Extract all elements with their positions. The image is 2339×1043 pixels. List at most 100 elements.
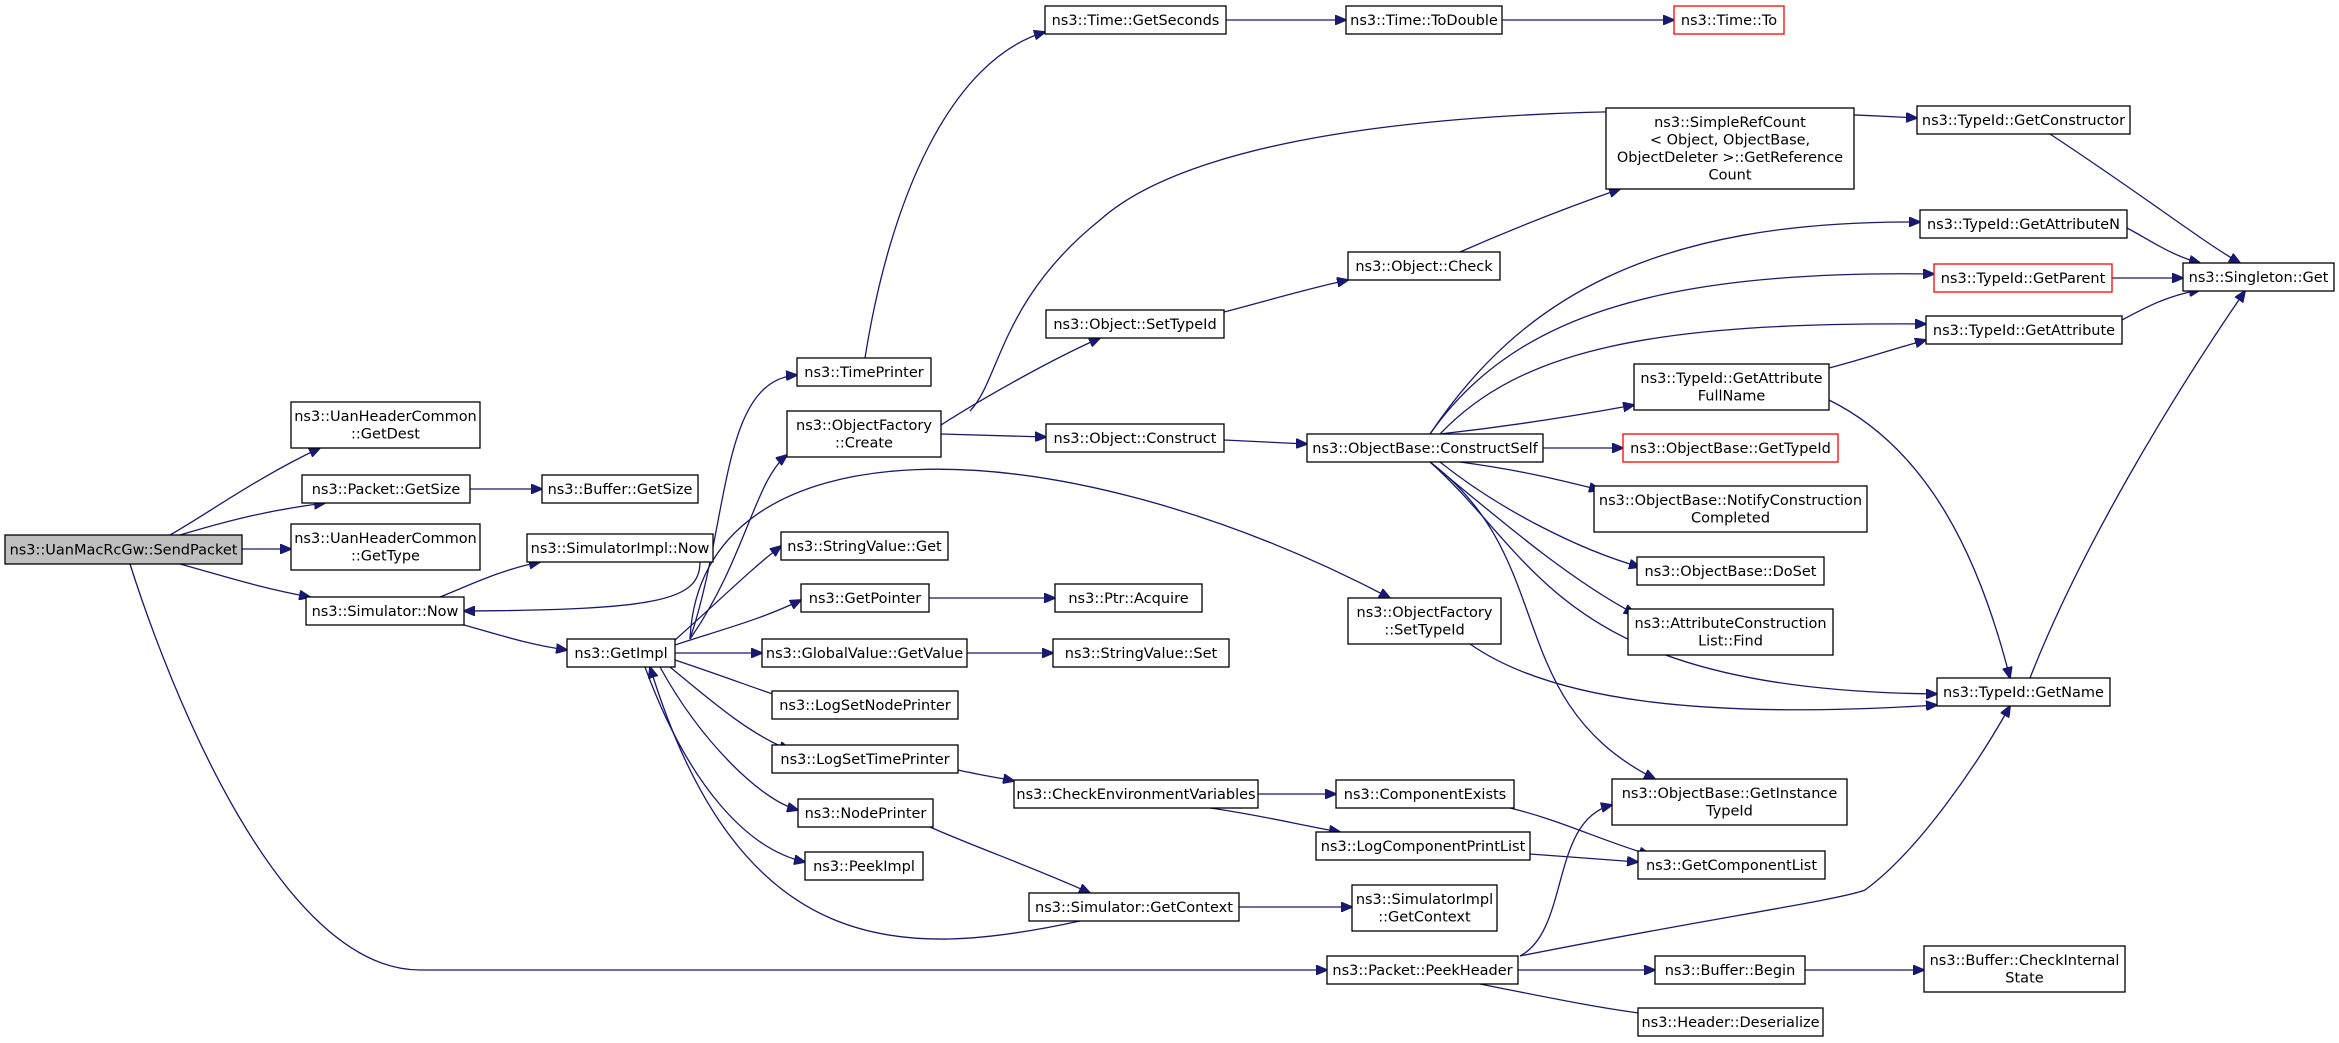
node-typeid_getconstructor[interactable]: ns3::TypeId::GetConstructor — [1916, 105, 2131, 135]
node-box — [1916, 105, 2131, 135]
edge-checkenv-to-logcomponentprintlist — [1209, 807, 1340, 832]
node-label-line: ns3::TypeId::GetAttribute — [1933, 323, 2115, 339]
node-box — [1028, 892, 1240, 922]
node-objbase_notify[interactable]: ns3::ObjectBase::NotifyConstructionCompl… — [1593, 485, 1868, 533]
node-simplerefcount[interactable]: ns3::SimpleRefCount< Object, ObjectBase,… — [1605, 107, 1855, 190]
node-label-line: ns3::StringValue::Set — [1065, 646, 1218, 662]
node-label-line: ns3::Packet::GetSize — [312, 482, 461, 498]
node-box — [526, 533, 714, 563]
node-timeprinter[interactable]: ns3::TimePrinter — [796, 357, 932, 387]
node-componentexists[interactable]: ns3::ComponentExists — [1335, 779, 1515, 809]
node-box — [1045, 423, 1225, 453]
node-stringvalue_set[interactable]: ns3::StringValue::Set — [1052, 638, 1230, 668]
node-box — [1335, 779, 1515, 809]
node-label-line: ns3::SimulatorImpl — [1356, 892, 1493, 908]
node-label-line: ns3::SimulatorImpl::Now — [531, 541, 710, 557]
node-objfactory_create[interactable]: ns3::ObjectFactory::Create — [786, 410, 942, 458]
node-time_todouble[interactable]: ns3::Time::ToDouble — [1345, 5, 1503, 35]
node-label-line: ns3::ObjectBase::NotifyConstruction — [1599, 493, 1862, 509]
node-simimpl_getcontext[interactable]: ns3::SimulatorImpl::GetContext — [1351, 884, 1498, 932]
node-obj_settypeid[interactable]: ns3::Object::SetTypeId — [1045, 309, 1225, 339]
node-objbase_gettypeid[interactable]: ns3::ObjectBase::GetTypeId — [1622, 433, 1839, 463]
node-logcomponentprintlist[interactable]: ns3::LogComponentPrintList — [1315, 831, 1531, 861]
node-typeid_getattributen[interactable]: ns3::TypeId::GetAttributeN — [1919, 209, 2128, 239]
node-buffer_begin[interactable]: ns3::Buffer::Begin — [1654, 955, 1806, 985]
edge-constructself-to-objbase_doset — [1439, 461, 1640, 567]
node-nodeprinter[interactable]: ns3::NodePrinter — [797, 798, 934, 828]
node-getimpl[interactable]: ns3::GetImpl — [566, 638, 676, 668]
node-label-line: ns3::TypeId::GetAttributeN — [1927, 217, 2120, 233]
node-box — [1673, 5, 1785, 35]
edge-typeid_getattributefullname-to-typeid_getname — [1828, 399, 2010, 678]
node-singleton_get[interactable]: ns3::Singleton::Get — [2182, 262, 2335, 292]
node-typeid_getattribute[interactable]: ns3::TypeId::GetAttribute — [1925, 315, 2123, 345]
node-box — [2182, 262, 2335, 292]
edge-nodeprinter-to-sim_getcontext — [929, 826, 1090, 893]
node-box — [1347, 251, 1501, 281]
node-label-line: ns3::GetPointer — [809, 591, 922, 607]
node-box — [1936, 677, 2111, 707]
node-box — [1326, 955, 1519, 985]
node-label-line: Count — [1708, 168, 1751, 184]
node-label-line: ns3::Object::Construct — [1054, 431, 1217, 447]
node-box — [1345, 5, 1503, 35]
node-buf_getsize[interactable]: ns3::Buffer::GetSize — [541, 474, 699, 504]
node-box — [1636, 556, 1825, 586]
node-getcomponentlist[interactable]: ns3::GetComponentList — [1637, 850, 1826, 880]
edge-typeid_getattribute-to-singleton_get — [2121, 290, 2200, 321]
edge-constructself-to-typeid_getparent — [1429, 274, 1934, 435]
node-box — [1315, 831, 1531, 861]
node-obj_check[interactable]: ns3::Object::Check — [1347, 251, 1501, 281]
node-constructself[interactable]: ns3::ObjectBase::ConstructSelf — [1306, 433, 1544, 463]
node-time_to[interactable]: ns3::Time::To — [1673, 5, 1785, 35]
node-gettype[interactable]: ns3::UanHeaderCommon::GetType — [290, 523, 481, 571]
node-label-line: ns3::Simulator::GetContext — [1035, 900, 1233, 916]
node-box — [1593, 485, 1868, 533]
edge-constructself-to-typeid_getattributefullname — [1439, 405, 1634, 435]
node-label-line: ns3::Header::Deserialize — [1641, 1015, 1819, 1031]
node-getdest[interactable]: ns3::UanHeaderCommon::GetDest — [290, 401, 481, 449]
node-box — [301, 474, 471, 504]
node-obj_construct[interactable]: ns3::Object::Construct — [1045, 423, 1225, 453]
node-label-line: ::GetContext — [1378, 910, 1471, 926]
edge-sim_now-to-getimpl — [463, 624, 567, 650]
node-box — [1351, 884, 1498, 932]
edge-constructself-to-typeid_getattribute — [1439, 324, 1926, 435]
node-stringvalue_get[interactable]: ns3::StringValue::Get — [780, 531, 949, 561]
node-box — [1052, 638, 1230, 668]
edge-getimpl-to-sim_now — [464, 561, 701, 611]
node-getpointer[interactable]: ns3::GetPointer — [800, 583, 930, 613]
node-getsize[interactable]: ns3::Packet::GetSize — [301, 474, 471, 504]
node-time_getseconds[interactable]: ns3::Time::GetSeconds — [1044, 5, 1227, 35]
node-simimpl_now[interactable]: ns3::SimulatorImpl::Now — [526, 533, 714, 563]
node-label-line: List::Find — [1698, 634, 1763, 650]
node-checkenv[interactable]: ns3::CheckEnvironmentVariables — [1013, 779, 1259, 809]
node-box — [1923, 945, 2126, 993]
node-header_deserialize[interactable]: ns3::Header::Deserialize — [1637, 1007, 1824, 1037]
node-sim_now[interactable]: ns3::Simulator::Now — [305, 596, 465, 626]
node-label-line: ::Create — [835, 436, 893, 452]
node-label-line: ns3::ObjectBase::GetInstance — [1622, 786, 1838, 802]
node-logsetnodeprinter[interactable]: ns3::LogSetNodePrinter — [771, 690, 959, 720]
node-logsettimeprinter[interactable]: ns3::LogSetTimePrinter — [771, 744, 959, 774]
node-ptr_acquire[interactable]: ns3::Ptr::Acquire — [1054, 583, 1203, 613]
edge-getimpl-to-objfactory_settypeid — [689, 468, 1390, 640]
node-label-line: ns3::AttributeConstruction — [1634, 616, 1826, 632]
node-peekimpl[interactable]: ns3::PeekImpl — [804, 851, 924, 881]
node-objbase_doset[interactable]: ns3::ObjectBase::DoSet — [1636, 556, 1825, 586]
edge-objfactory_create-to-obj_settypeid — [940, 338, 1100, 426]
node-typeid_getparent[interactable]: ns3::TypeId::GetParent — [1933, 263, 2113, 293]
node-typeid_getname[interactable]: ns3::TypeId::GetName — [1936, 677, 2111, 707]
edges-layer — [129, 20, 2245, 1015]
node-sim_getcontext[interactable]: ns3::Simulator::GetContext — [1028, 892, 1240, 922]
node-peekheader[interactable]: ns3::Packet::PeekHeader — [1326, 955, 1519, 985]
edge-logcomponentprintlist-to-getcomponentlist — [1529, 853, 1638, 862]
node-label-line: ObjectDeleter >::GetReference — [1617, 150, 1843, 166]
node-objfactory_settypeid[interactable]: ns3::ObjectFactory::SetTypeId — [1347, 597, 1502, 645]
node-root[interactable]: ns3::UanMacRcGw::SendPacket — [4, 534, 243, 565]
node-globalvalue_getvalue[interactable]: ns3::GlobalValue::GetValue — [761, 638, 968, 668]
